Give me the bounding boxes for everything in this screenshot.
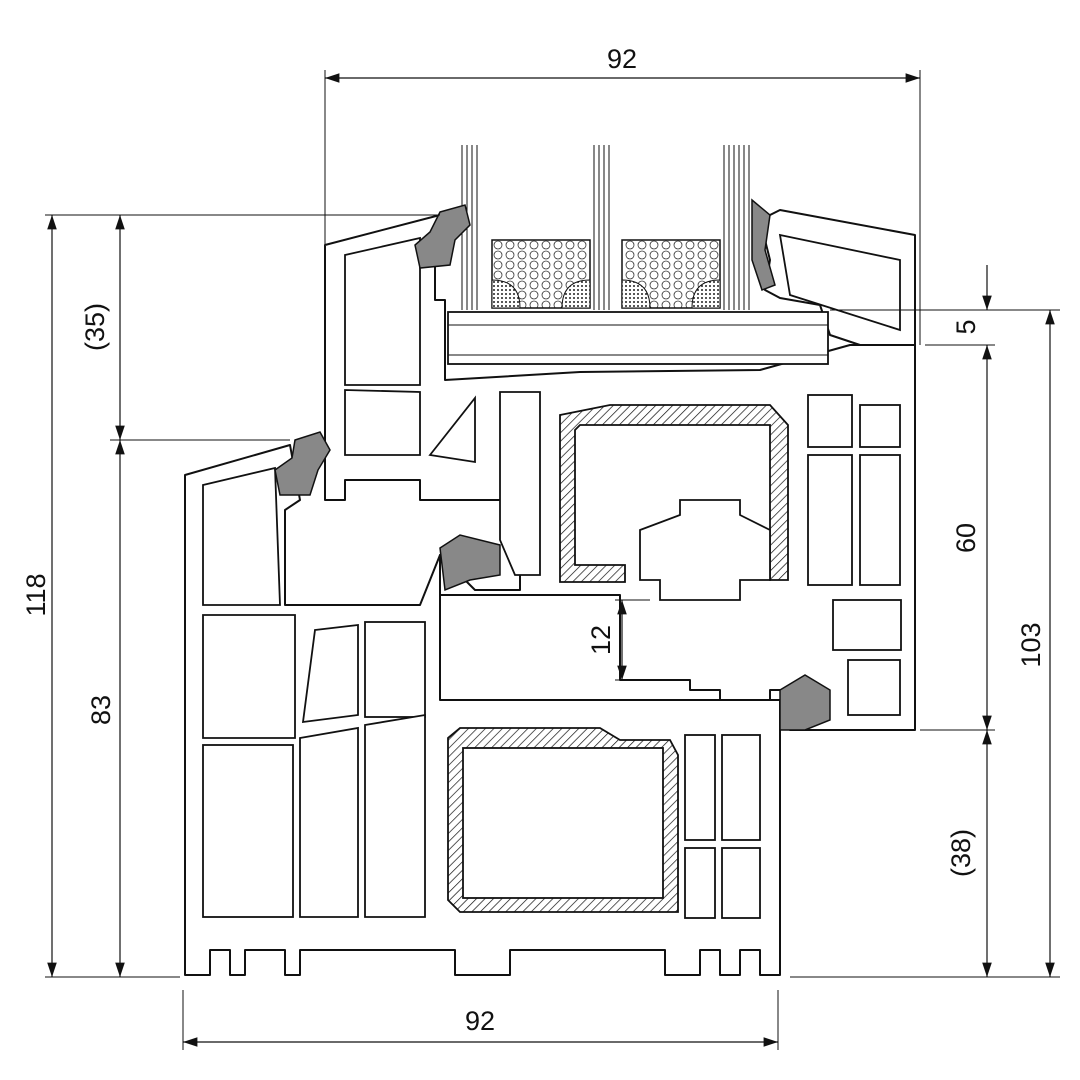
dim-frame-visible: (38) [946, 829, 976, 877]
glazing [461, 145, 750, 310]
gasket-top-right [751, 198, 776, 291]
dim-total-height: 118 [21, 573, 51, 616]
gasket-mid [439, 534, 501, 592]
gasket-frame-left [274, 431, 331, 496]
dim-glass-rebate: 5 [951, 319, 981, 334]
extension-lines [45, 70, 1060, 1050]
dim-bottom-width: 92 [465, 1006, 495, 1036]
gaskets [274, 198, 831, 731]
gasket-bottom-right [779, 674, 831, 731]
dim-overlap: 12 [586, 625, 616, 655]
dim-sash-height: 60 [951, 523, 981, 553]
gasket-top-left [414, 204, 471, 269]
sash-profile [324, 209, 916, 731]
dim-sash-total: 103 [1016, 622, 1046, 667]
dim-sash-overlap: (35) [80, 303, 110, 351]
dimension-lines [47, 73, 1055, 1047]
dim-top-width: 92 [607, 44, 637, 74]
dim-frame-height: 83 [86, 695, 116, 725]
frame-profile [184, 444, 781, 976]
